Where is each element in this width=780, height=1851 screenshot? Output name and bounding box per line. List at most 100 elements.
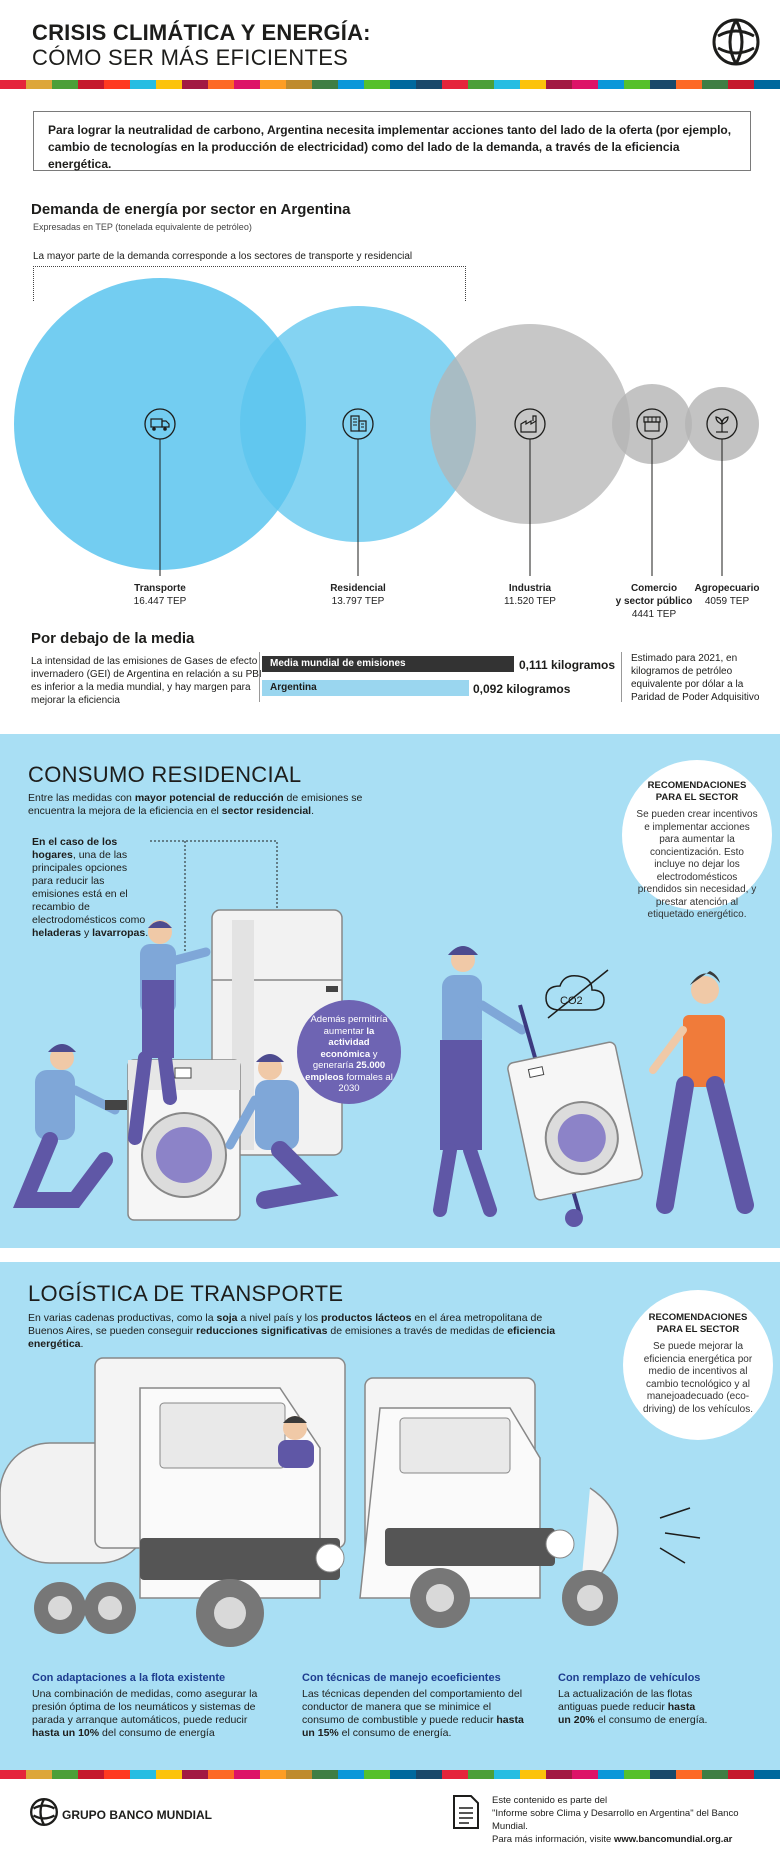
- stripe-segment: [650, 1770, 676, 1779]
- stripe-segment: [390, 80, 416, 89]
- divider: [259, 652, 260, 702]
- bubble-industria: [430, 324, 630, 524]
- stripe-segment: [286, 1770, 312, 1779]
- stripe-segment: [208, 80, 234, 89]
- transport-title: LOGÍSTICA DE TRANSPORTE: [28, 1281, 344, 1306]
- stripe-segment: [728, 1770, 754, 1779]
- woman-illustration: [649, 971, 754, 1214]
- stripe-segment: [416, 80, 442, 89]
- stripe-segment: [78, 80, 104, 89]
- homes-callout-lines: [150, 840, 278, 956]
- worker-center-illustration: [225, 1054, 339, 1209]
- stripe-segment: [390, 1770, 416, 1779]
- intensity-title: Por debajo de la media: [31, 630, 195, 647]
- document-icon: [453, 1795, 479, 1829]
- co2-label: CO2: [560, 995, 583, 1007]
- demand-subtitle: Expresadas en TEP (tonelada equivalente …: [33, 222, 252, 232]
- stripe-segment: [234, 1770, 260, 1779]
- stripe-segment: [364, 80, 390, 89]
- stripe-segment: [520, 1770, 546, 1779]
- transport-column-driving: Con técnicas de manejo ecoeficientes Las…: [302, 1672, 524, 1739]
- homes-note: En el caso de los hogares, una de las pr…: [32, 836, 149, 939]
- truck-rear-illustration: [359, 1377, 619, 1628]
- intro-box: Para lograr la neutralidad de carbono, A…: [33, 111, 751, 171]
- stripe-segment: [702, 80, 728, 89]
- stripe-segment: [494, 80, 520, 89]
- transport-intro: En varias cadenas productivas, como la s…: [28, 1312, 556, 1350]
- estimate-note: Estimado para 2021, en kilogramos de pet…: [631, 653, 760, 703]
- motion-lines: [659, 1507, 701, 1564]
- stripe-segment: [468, 1770, 494, 1779]
- page-title-line2: CÓMO SER MÁS EFICIENTES: [32, 45, 349, 70]
- residential-intro: Entre las medidas con mayor potencial de…: [28, 792, 363, 817]
- tanker-truck-illustration: [0, 1357, 346, 1647]
- residential-recommendations: RECOMENDACIONES PARA EL SECTOR Se pueden…: [622, 760, 772, 920]
- stripe-segment: [312, 80, 338, 89]
- transport-illustration: [0, 1357, 701, 1647]
- stripe-segment: [208, 1770, 234, 1779]
- stripe-segment: [702, 1770, 728, 1779]
- world-bank-logo-icon: [712, 18, 760, 66]
- stripe-segment: [676, 80, 702, 89]
- stripe-segment: [624, 1770, 650, 1779]
- stripe-segment: [156, 1770, 182, 1779]
- stripe-segment: [260, 80, 286, 89]
- stripe-segment: [598, 80, 624, 89]
- bubble-residencial: [240, 306, 476, 542]
- world-bank-footer-logo-icon: [30, 1798, 58, 1826]
- intensity-description: La intensidad de las emisiones de Gases …: [31, 656, 262, 706]
- stripe-segment: [234, 80, 260, 89]
- stripe-segment: [728, 80, 754, 89]
- no-co2-cloud-icon: [545, 969, 609, 1019]
- demand-bracket: [33, 266, 466, 301]
- footer-website-link[interactable]: www.bancomundial.org.ar: [613, 1834, 733, 1845]
- stripe-segment: [520, 80, 546, 89]
- trolley-washer-illustration: [507, 1041, 644, 1201]
- stripe-segment: [572, 80, 598, 89]
- argentina-emissions-value: 0,092 kilogramos: [473, 682, 571, 696]
- stripe-segment: [260, 1770, 286, 1779]
- stripe-segment: [442, 1770, 468, 1779]
- stripe-segment: [182, 1770, 208, 1779]
- bar-world-emissions: Media mundial de emisiones: [262, 656, 514, 672]
- color-stripe-bottom: [0, 1770, 780, 1779]
- stripe-segment: [104, 80, 130, 89]
- stripe-segment: [130, 80, 156, 89]
- worker-kneeling-illustration: [13, 1044, 127, 1208]
- stripe-segment: [338, 1770, 364, 1779]
- world-emissions-value: 0,111 kilogramos: [519, 658, 616, 672]
- stripe-segment: [572, 1770, 598, 1779]
- stripe-segment: [546, 80, 572, 89]
- stripe-segment: [182, 80, 208, 89]
- stripe-segment: [286, 80, 312, 89]
- stripe-segment: [598, 1770, 624, 1779]
- stripe-segment: [364, 1770, 390, 1779]
- stripe-segment: [26, 1770, 52, 1779]
- worker-trolley-illustration: [433, 946, 583, 1227]
- stripe-segment: [0, 1770, 26, 1779]
- footer-report-note: Este contenido es parte del "Informe sob…: [492, 1795, 739, 1845]
- stripe-segment: [312, 1770, 338, 1779]
- color-stripe-top: [0, 80, 780, 89]
- jobs-callout: Además permitiría aumentar la actividad …: [297, 1000, 401, 1104]
- stripe-segment: [52, 1770, 78, 1779]
- demand-bubble-chart: [14, 278, 759, 576]
- bar-argentina-emissions: Argentina: [262, 680, 469, 696]
- stripe-segment: [468, 80, 494, 89]
- stripe-segment: [442, 80, 468, 89]
- stripe-segment: [754, 80, 780, 89]
- stripe-segment: [416, 1770, 442, 1779]
- demand-bracket-note: La mayor parte de la demanda corresponde…: [33, 251, 413, 262]
- residential-illustration: [13, 909, 754, 1227]
- stripe-segment: [546, 1770, 572, 1779]
- stripe-segment: [78, 1770, 104, 1779]
- stripe-segment: [676, 1770, 702, 1779]
- divider: [621, 652, 622, 702]
- transport-recommendations: RECOMENDACIONES PARA EL SECTOR Se puede …: [623, 1290, 773, 1440]
- stripe-segment: [624, 80, 650, 89]
- transport-column-fleet: Con adaptaciones a la flota existente Un…: [32, 1672, 258, 1739]
